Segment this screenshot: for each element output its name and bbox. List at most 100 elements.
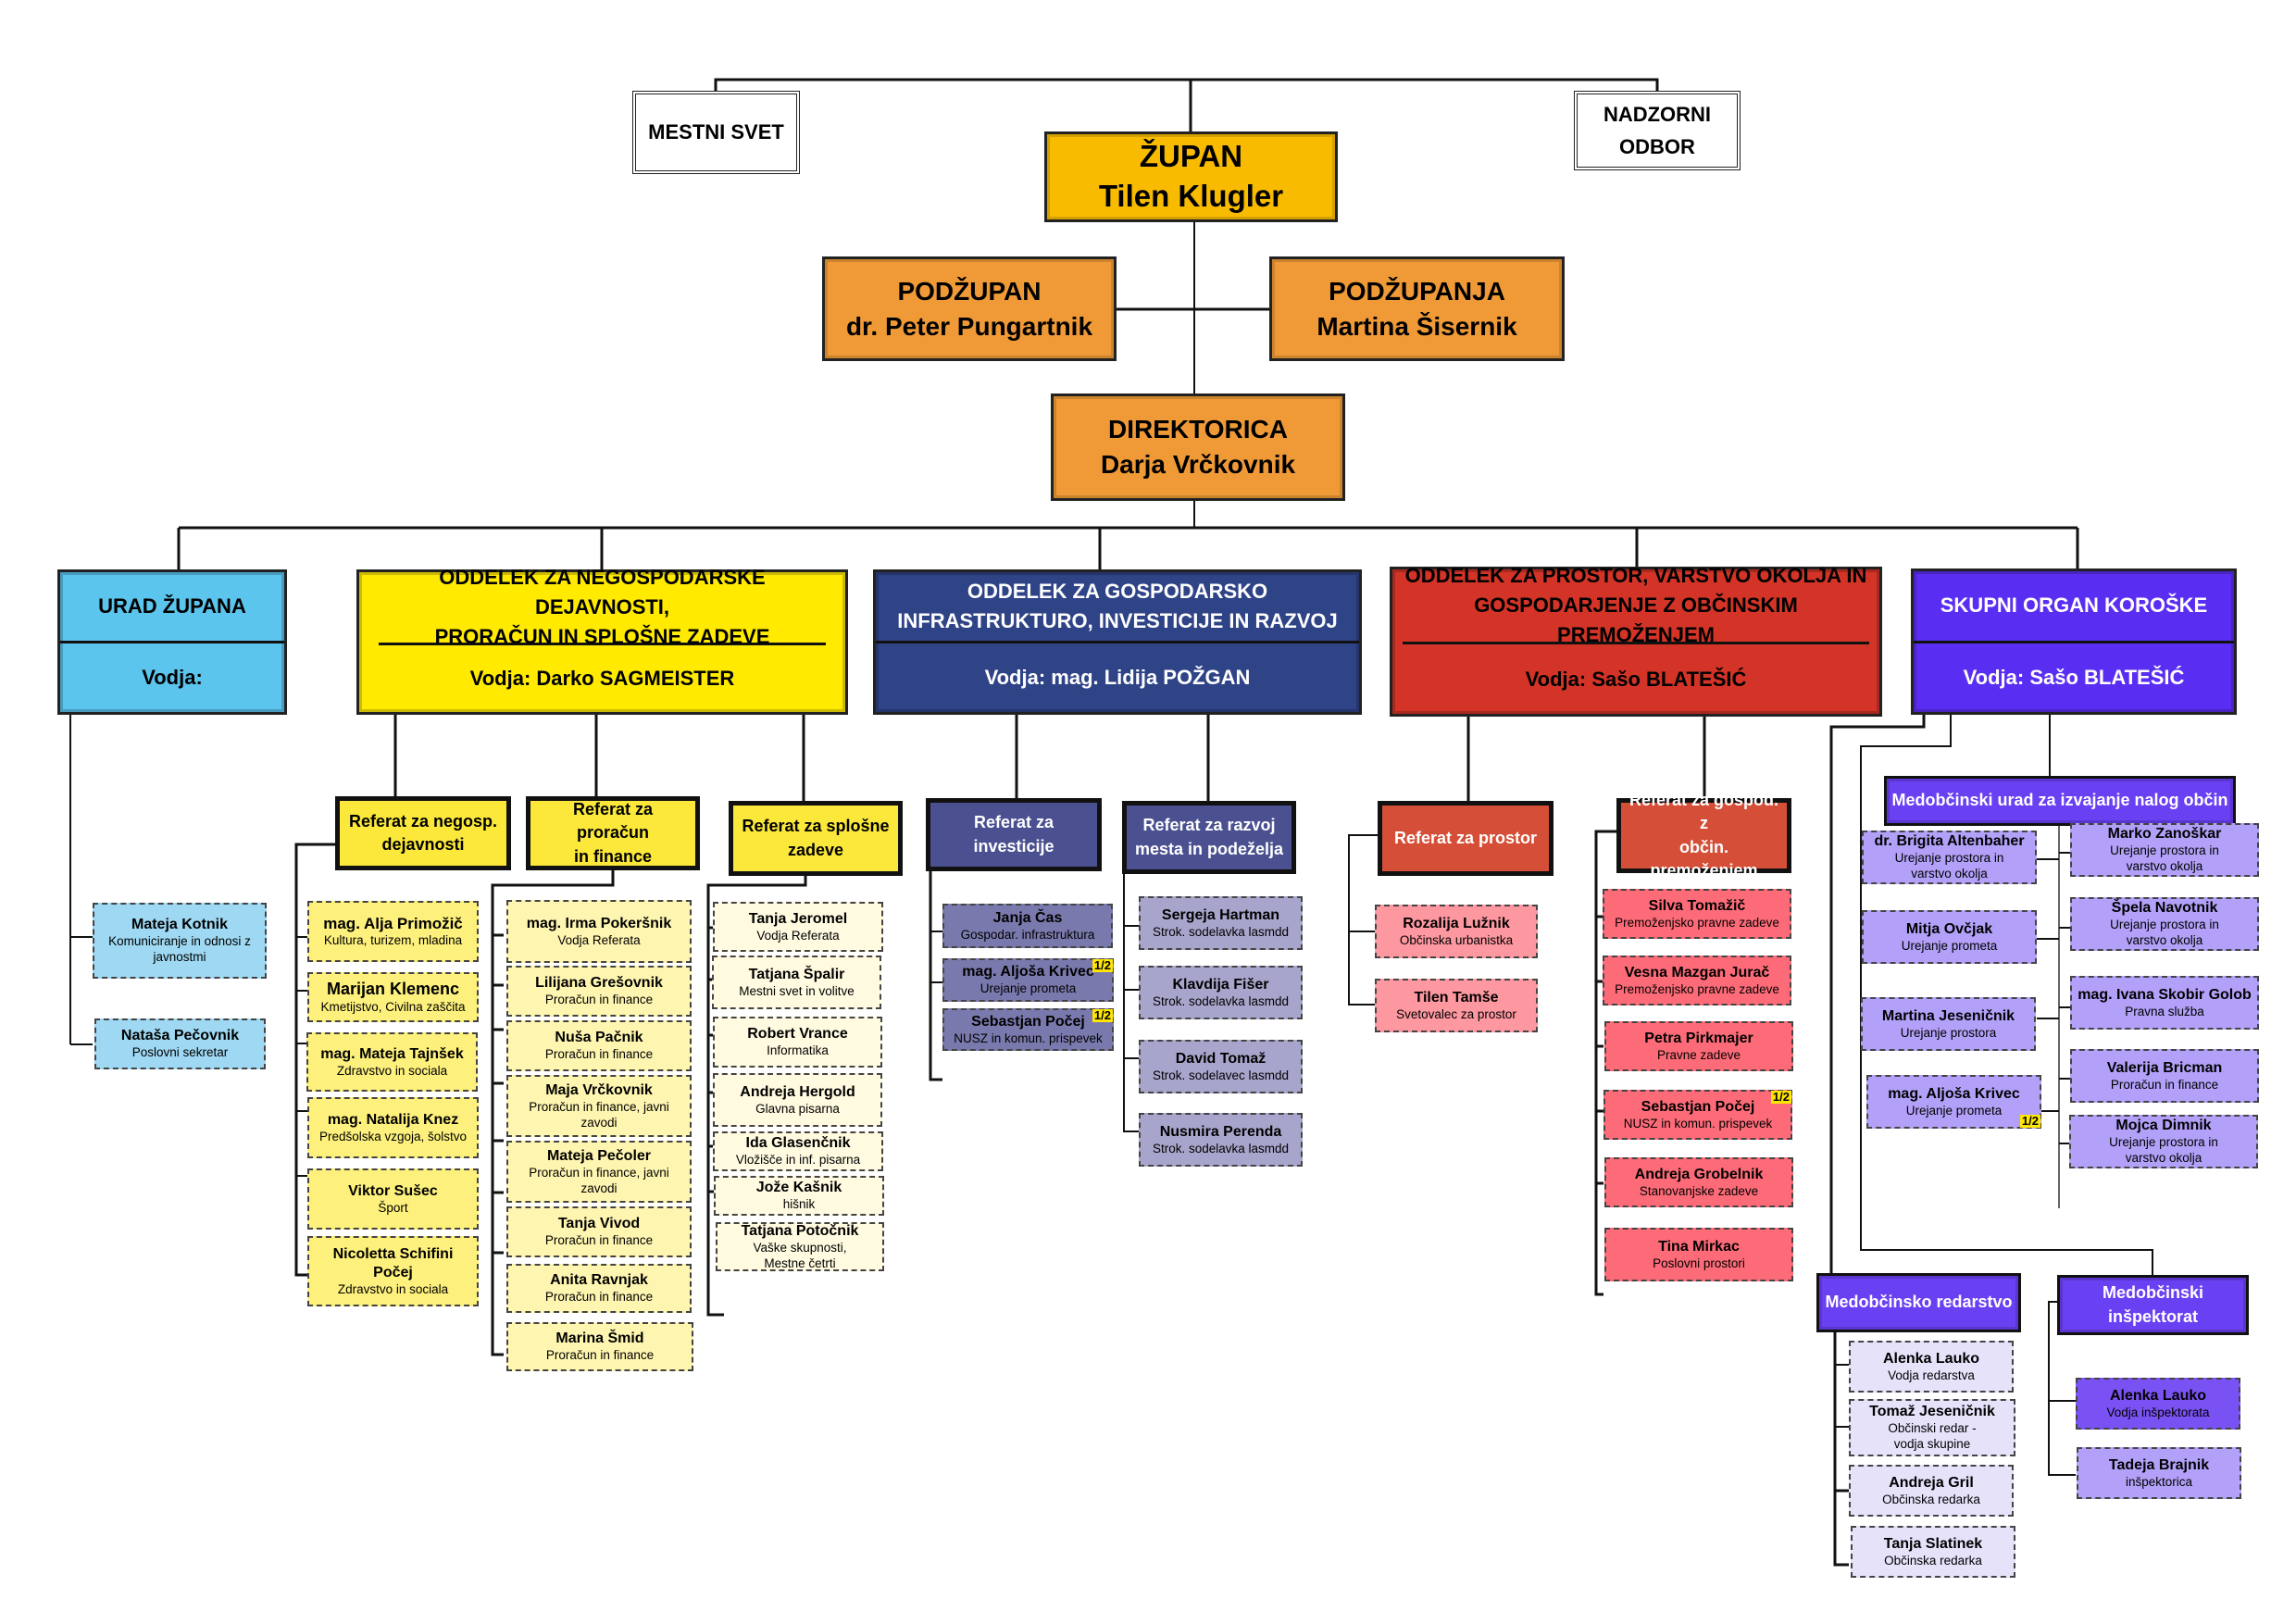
person-role: Vodja Referata [756, 928, 840, 943]
podzupanja-box[interactable]: PODŽUPANJA Martina Šisernik [1269, 256, 1565, 361]
person-role: hišnik [782, 1197, 816, 1212]
dept-negosp-title-1: ODDELEK ZA NEGOSPODARSKE DEJAVNOSTI, [439, 565, 766, 618]
person-name: Anita Ravnjak [550, 1272, 648, 1289]
nadzorni-odbor-box[interactable]: NADZORNI ODBOR [1574, 91, 1741, 170]
direktorica-box[interactable]: DIREKTORICA Darja Vrčkovnik [1051, 394, 1345, 501]
mestni-svet-box[interactable]: MESTNI SVET [632, 91, 800, 174]
dept-negosp-leader: Vodja: Darko SAGMEISTER [469, 666, 735, 690]
person-role: Proračun in finance [2110, 1077, 2219, 1092]
ref-prostor[interactable]: Referat za prostor [1378, 801, 1554, 876]
person-name: mag. Mateja Tajnšek [320, 1045, 464, 1062]
person-name: mag. Ivana Skobir Golob [2078, 986, 2252, 1003]
mestni-svet-label: MESTNI SVET [648, 120, 784, 144]
person-name: mag. Aljoša Krivec [962, 964, 1094, 981]
person-name: Marijan Klemenc [326, 980, 460, 999]
person-name: dr. Brigita Altenbaher [1874, 833, 2025, 850]
zupan-box[interactable]: ŽUPAN Tilen Klugler [1044, 131, 1338, 222]
dept-prostor-leader: Vodja: Sašo BLATEŠIĆ [1525, 667, 1747, 691]
podzupan-box[interactable]: PODŽUPAN dr. Peter Pungartnik [822, 256, 1117, 361]
person-name: Vesna Mazgan Jurač [1624, 964, 1770, 981]
person-name: Alenka Lauko [1882, 1350, 1980, 1367]
ref-negosp-l1: Referat za negosp. [348, 811, 498, 831]
person-role: Predšolska vzgoja, šolstvo [318, 1129, 468, 1143]
person-role: Vaške skupnosti, Mestne četrti [753, 1240, 847, 1270]
person-role: Glavna pisarna [755, 1101, 840, 1116]
person-role: Proračun in finance [544, 993, 654, 1007]
dept-skupni[interactable]: SKUPNI ORGAN KOROŠKE Vodja: Sašo BLATEŠI… [1911, 568, 2237, 715]
dept-gospod-title-2: INFRASTRUKTURO, INVESTICIJE IN RAZVOJ [897, 609, 1338, 632]
ref-medob-urad[interactable]: Medobčinski urad za izvajanje nalog obči… [1884, 776, 2236, 826]
ref-negosp[interactable]: Referat za negosp.dejavnosti [335, 796, 511, 870]
dept-negosp[interactable]: ODDELEK ZA NEGOSPODARSKE DEJAVNOSTI,PROR… [356, 566, 848, 715]
dept-urad-leader: Vodja: [142, 666, 203, 689]
person-role: Gospodar. infrastruktura [960, 927, 1095, 942]
person-name: Mojca Dimnik [2115, 1118, 2212, 1134]
ref-redarstvo[interactable]: Medobčinsko redarstvo [1816, 1273, 2021, 1332]
person-name: Ida Glasenčnik [745, 1135, 851, 1152]
person-role: NUSZ in komun. prispevek [1623, 1116, 1773, 1131]
dept-urad-zupana[interactable]: URAD ŽUPANA Vodja: [57, 569, 287, 715]
